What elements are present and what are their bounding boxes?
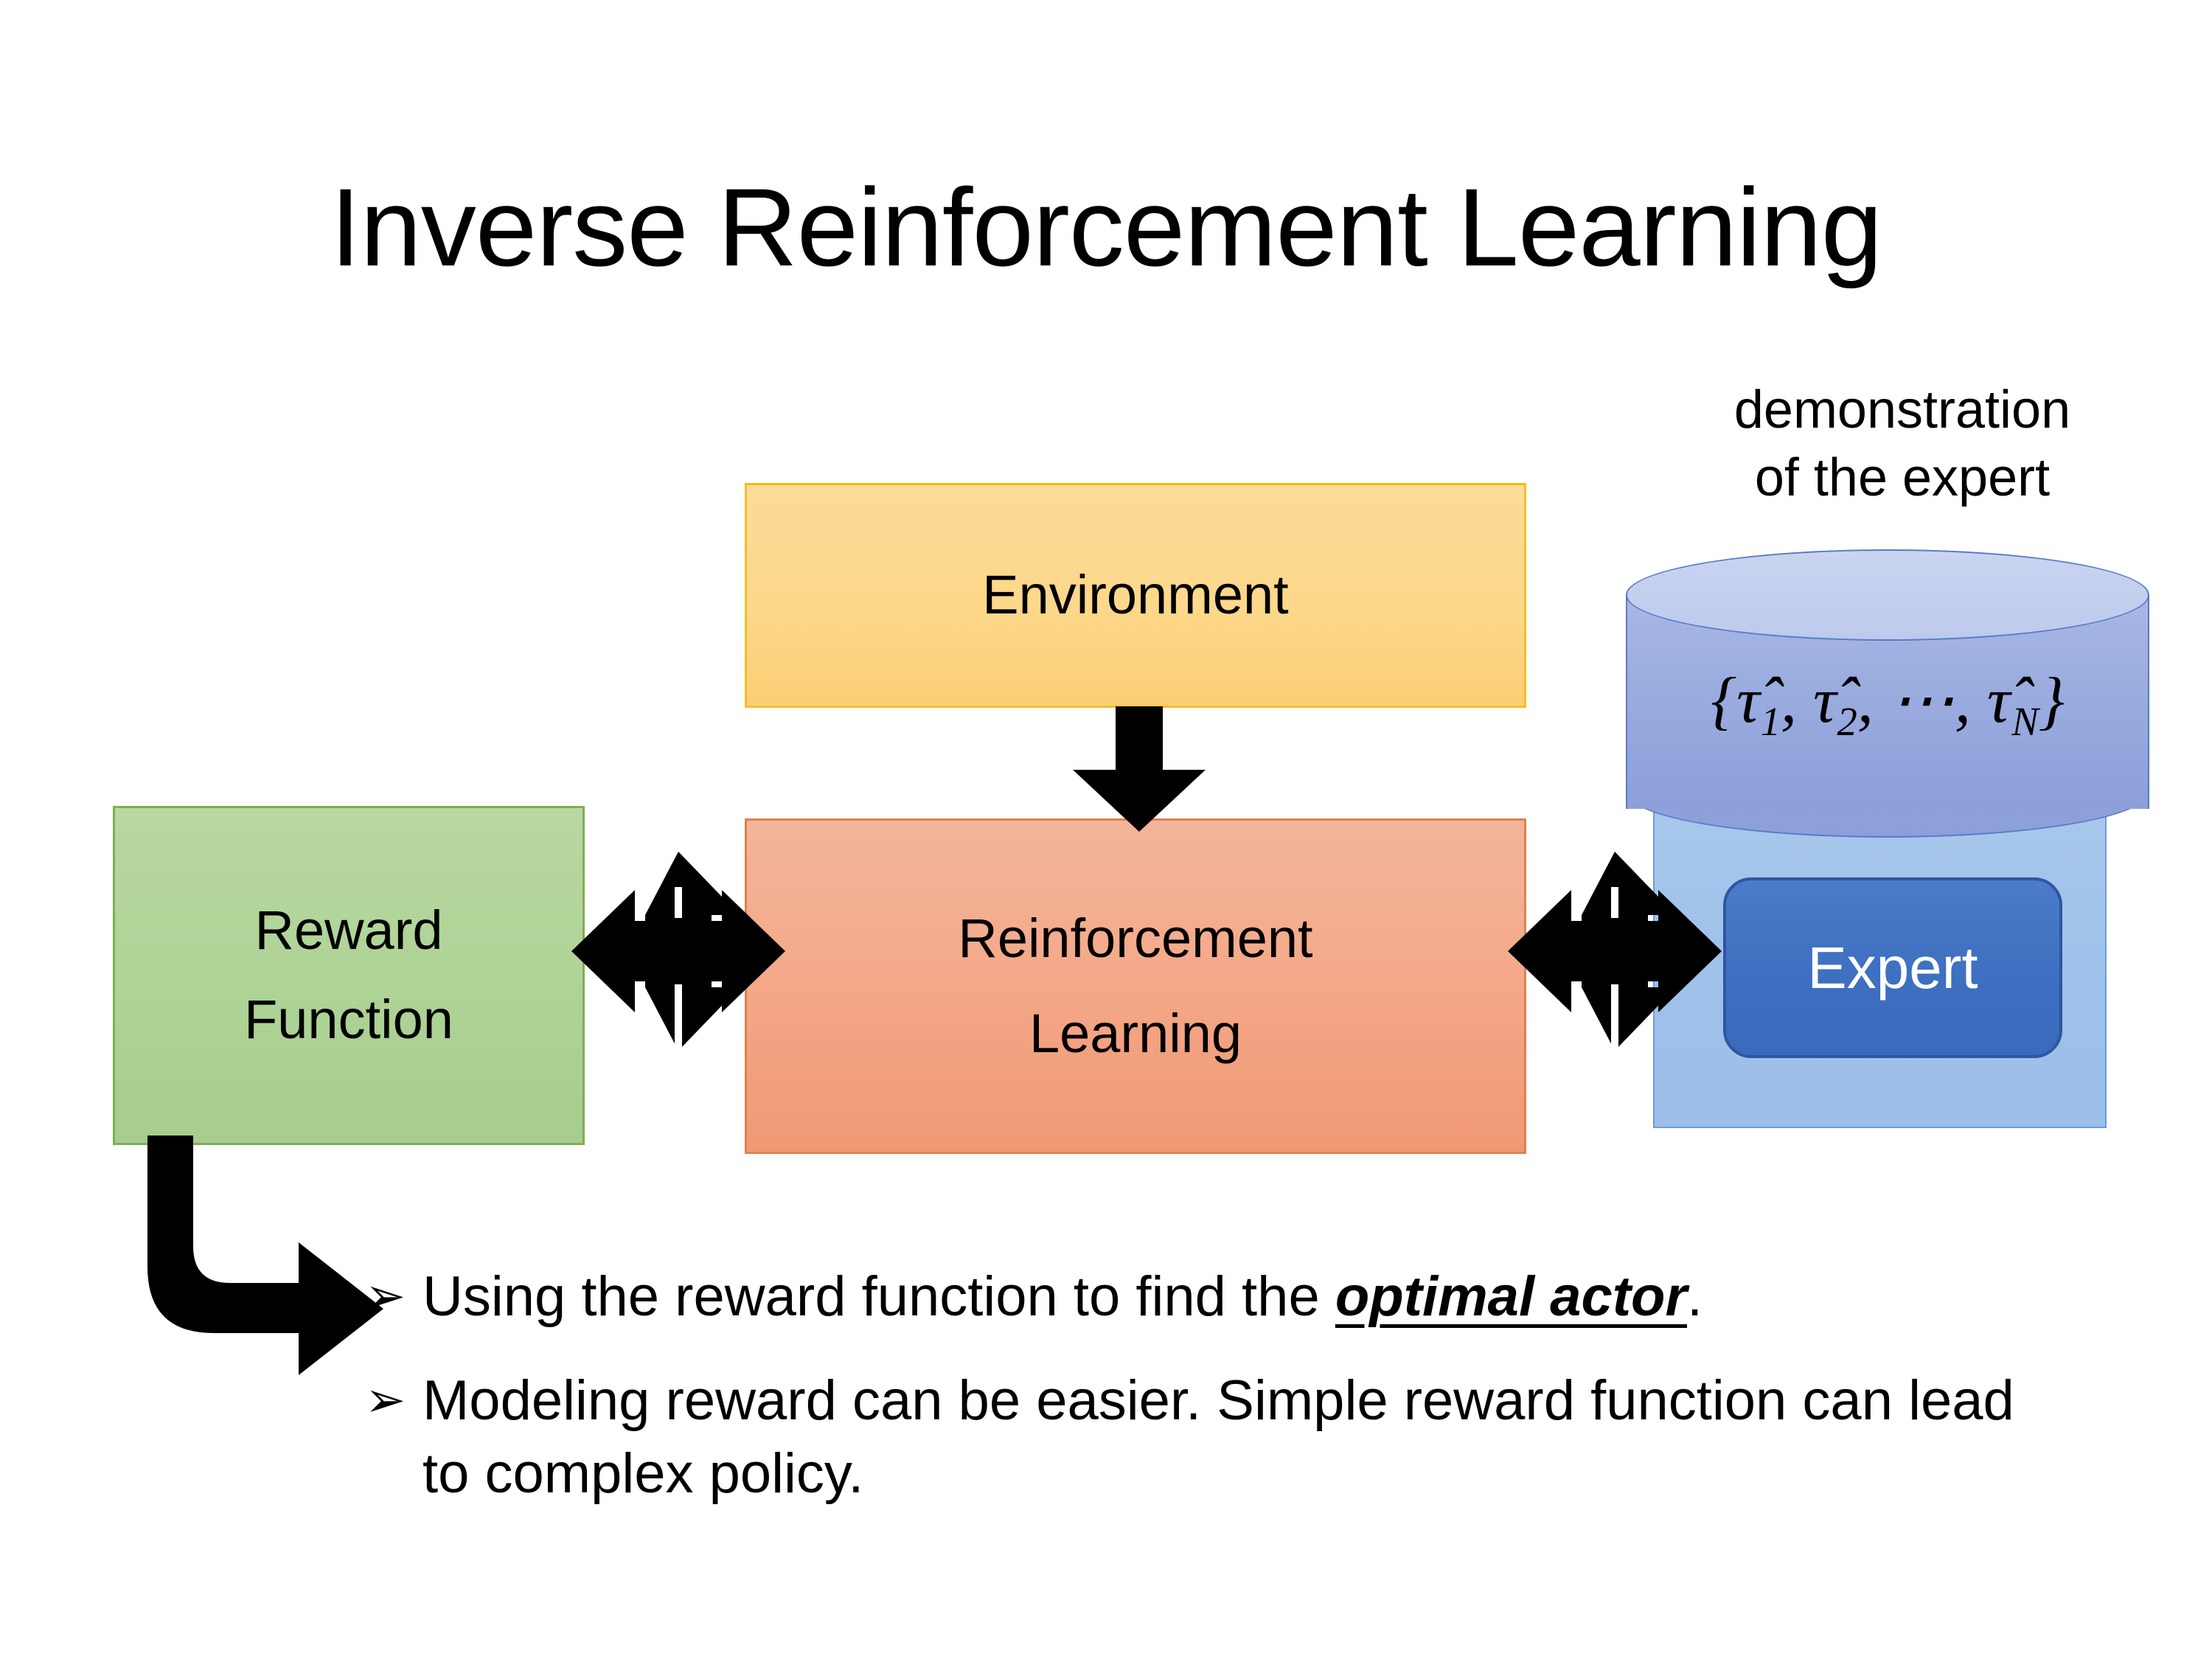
arrow-reward-to-bullets [147, 1135, 383, 1375]
page-title: Inverse Reinforcement Learning [330, 165, 1883, 289]
formula-comma-3: , [1954, 665, 1987, 737]
formula-tau-n: τ̂ [1986, 665, 2011, 737]
reward-box-label-line2: Function [244, 989, 453, 1050]
cylinder-top-ellipse [1626, 549, 2149, 641]
trajectory-cylinder[interactable]: {τ̂1, τ̂2, ⋯, τ̂N} [1626, 549, 2149, 852]
demonstration-caption-line1: demonstration [1733, 380, 2071, 439]
bullet-item-1-text-after: . [1687, 1265, 1703, 1328]
formula-tau-2-subscript: 2 [1837, 699, 1857, 744]
expert-box[interactable]: Expert [1723, 877, 2062, 1058]
bullet-item-1-emphasis: optimal actor [1335, 1265, 1688, 1328]
formula-open-brace: { [1711, 665, 1737, 737]
environment-box-label: Environment [982, 564, 1289, 626]
bullet-list: ➢ Using the reward function to find the … [365, 1261, 2061, 1541]
formula-tau-1-subscript: 1 [1760, 699, 1781, 744]
bullet-item-2: ➢ Modeling reward can be easier. Simple … [365, 1365, 2061, 1511]
formula-tau-n-subscript: N [2011, 699, 2039, 744]
reward-function-box[interactable]: Reward Function [113, 806, 585, 1145]
formula-ellipsis: ⋯ [1889, 665, 1955, 737]
reinforcement-learning-box[interactable]: Reinforcement Learning [745, 818, 1526, 1154]
bullet-arrow-icon: ➢ [365, 1371, 406, 1428]
demonstration-caption: demonstration of the expert [1644, 376, 2160, 512]
environment-box[interactable]: Environment [745, 483, 1526, 708]
formula-close-brace: } [2038, 665, 2065, 737]
demonstration-caption-line2: of the expert [1754, 448, 2051, 508]
formula-comma-1: , [1781, 665, 1814, 737]
bullet-item-2-text: Modeling reward can be easier. Simple re… [422, 1368, 2014, 1505]
trajectory-set-formula: {τ̂1, τ̂2, ⋯, τ̂N} [1626, 661, 2149, 745]
formula-tau-1: τ̂ [1736, 665, 1760, 737]
rl-box-label-line1: Reinforcement [958, 907, 1313, 969]
bullet-item-1-text: Using the reward function to find the op… [422, 1261, 2061, 1334]
rl-box-label-line2: Learning [1029, 1002, 1242, 1064]
formula-tau-2: τ̂ [1813, 665, 1837, 737]
arrow-reward-to-rl [571, 852, 785, 1054]
arrow-rl-to-expert [1508, 852, 1722, 1054]
bullet-arrow-icon: ➢ [365, 1267, 406, 1324]
reward-box-label-line1: Reward [254, 900, 443, 961]
formula-comma-2: , [1857, 665, 1890, 737]
bullet-item-1: ➢ Using the reward function to find the … [365, 1261, 2061, 1334]
expert-box-label: Expert [1807, 934, 1978, 1001]
bullet-item-1-text-before: Using the reward function to find the [422, 1265, 1335, 1328]
arrow-environment-to-rl [1073, 706, 1206, 832]
